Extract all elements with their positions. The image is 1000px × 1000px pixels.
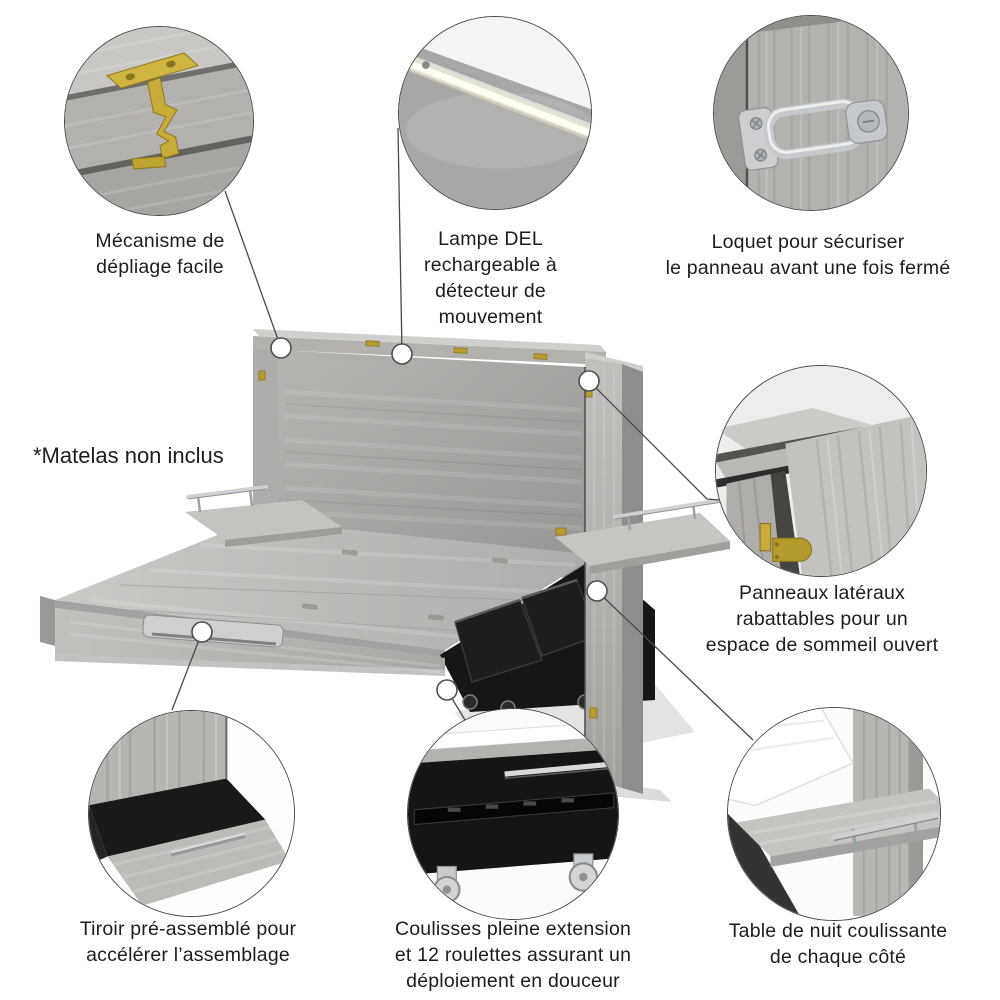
feature-label-slides: Coulisses pleine extension et 12 roulett… [394,918,632,992]
brass-bracket-icon [106,52,199,170]
callout-dots [191,337,608,701]
callout-dot-mechanism [270,337,292,359]
feature-label-side-panels: Panneaux latéraux rabattables pour un es… [705,582,939,656]
motion-sensor-icon [422,61,430,69]
front-drawer [40,596,445,676]
bed-back-panel [253,329,606,580]
drawer-front-icon [107,819,290,906]
callout-lines [171,127,754,741]
brass-hinge-icon [759,522,812,562]
callout-dot-led-lamp [391,343,413,365]
led-strip-icon [399,47,591,140]
night-table-tray-icon [736,788,940,867]
callout-dot-drawer [191,621,213,643]
feature-label-latch: Loquet pour sécuriser le panneau avant u… [665,231,951,279]
callout-line-drawer [171,631,203,711]
brass-hinges [258,340,548,381]
callout-line-nightstand [596,590,754,741]
bed-side-panel-right [584,352,643,794]
feature-label-nightstand: Table de nuit coulissante de chaque côté [728,920,948,968]
callout-dot-slides [436,679,458,701]
feature-label-drawer: Tiroir pré-assemblé pour accélérer l’ass… [79,918,297,966]
fold-out-tray-left [185,485,342,547]
feature-photo-side-panels [715,365,927,577]
latch-icon [738,98,888,171]
fold-out-tray-right [555,498,730,574]
feature-photo-led-lamp [398,16,592,210]
callout-line-led-lamp [397,127,403,355]
drawer-handle [142,614,284,648]
callout-line-mechanism [224,190,282,349]
feature-label-mechanism: Mécanisme de dépliage facile [95,230,225,278]
slide-rail-icon [413,792,615,826]
callout-line-side-panels [588,380,720,501]
feature-label-led-lamp: Lampe DEL rechargeable à détecteur de mo… [424,228,557,328]
feature-photo-drawer [88,710,295,917]
feature-photo-mechanism [64,26,254,216]
callout-dot-side-panels [578,370,600,392]
mattress-note: *Matelas non inclus [33,443,224,468]
callout-dot-nightstand [586,580,608,602]
feature-photo-slides [407,708,619,920]
feature-photo-latch [713,15,909,211]
feature-photo-nightstand [727,707,941,921]
